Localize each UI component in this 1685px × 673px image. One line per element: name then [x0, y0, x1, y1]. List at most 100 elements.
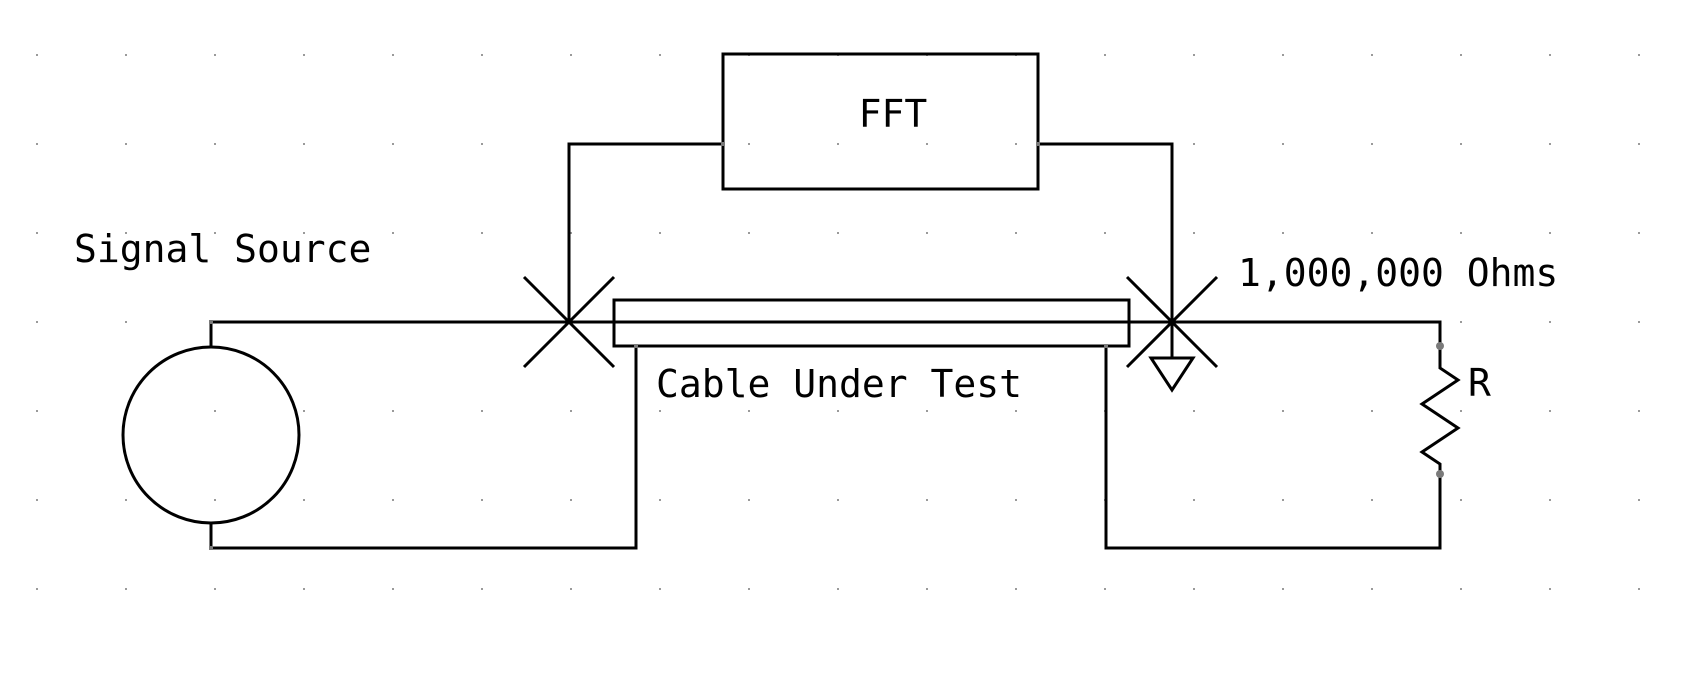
grid-dot [303, 232, 305, 234]
grid-dot [1638, 54, 1640, 56]
grid-dot [392, 588, 394, 590]
bottom-left-wire [209, 344, 638, 550]
grid-dot [1282, 232, 1284, 234]
grid-dot [659, 54, 661, 56]
grid-dot [481, 54, 483, 56]
resistor-ref-label: R [1468, 361, 1491, 405]
grid-dot [1015, 143, 1017, 145]
grid-dot [1460, 321, 1462, 323]
grid-dot [303, 410, 305, 412]
fft-input-left-wire [567, 142, 725, 324]
grid-dot [659, 232, 661, 234]
grid-dot [125, 321, 127, 323]
cable-under-test-label: Cable Under Test [656, 362, 1022, 406]
grid-dot [748, 410, 750, 412]
grid-dot [570, 588, 572, 590]
grid-dot [1460, 588, 1462, 590]
grid-dot [36, 232, 38, 234]
grid-dot [926, 232, 928, 234]
grid-dot [926, 588, 928, 590]
grid-dot [392, 232, 394, 234]
grid-dot [1638, 499, 1640, 501]
grid-dot [837, 232, 839, 234]
grid-dot [125, 588, 127, 590]
fft-input-right-wire [1036, 142, 1174, 324]
grid-dot [1549, 321, 1551, 323]
grid-dot [481, 588, 483, 590]
grid-dot [214, 232, 216, 234]
grid-dot [1193, 410, 1195, 412]
grid-dot [36, 321, 38, 323]
grid-dot [1193, 588, 1195, 590]
grid-dot [1460, 499, 1462, 501]
grid-dot [392, 54, 394, 56]
grid-dot [1638, 143, 1640, 145]
grid-dot [1282, 410, 1284, 412]
resistor-icon[interactable]: R 1,000,000 Ohms [1238, 251, 1558, 480]
grid-dot [1371, 499, 1373, 501]
grid-dot [1371, 588, 1373, 590]
fft-label: FFT [859, 92, 928, 136]
grid-dot [1015, 410, 1017, 412]
grid-dot [392, 499, 394, 501]
grid-dot [748, 499, 750, 501]
grid-dot [36, 588, 38, 590]
grid-dot [659, 410, 661, 412]
grid-dot [926, 499, 928, 501]
grid-dot [1549, 410, 1551, 412]
grid-dot [214, 54, 216, 56]
fft-block[interactable]: FFT [721, 52, 1040, 191]
grid-dot [1549, 588, 1551, 590]
grid-dot [570, 54, 572, 56]
pin-dots [209, 142, 1108, 550]
grid-dot [125, 232, 127, 234]
grid-dot [1104, 54, 1106, 56]
grid-dot [1193, 232, 1195, 234]
grid-dot [392, 143, 394, 145]
grid-dot [1549, 54, 1551, 56]
grid-dot [1460, 232, 1462, 234]
ac-source-icon[interactable] [121, 345, 301, 525]
grid-dot [1015, 499, 1017, 501]
grid-dot [748, 232, 750, 234]
grid-dot [303, 499, 305, 501]
grid-dot [1371, 410, 1373, 412]
grid-dot [392, 410, 394, 412]
resistor-zigzag[interactable] [1419, 340, 1461, 480]
grid-dot [1282, 588, 1284, 590]
grid-dot [1638, 321, 1640, 323]
grid-dot [1193, 54, 1195, 56]
grid-dot [926, 410, 928, 412]
grid-dot [1104, 588, 1106, 590]
grid-dot [214, 143, 216, 145]
bottom-right-wire [1104, 344, 1442, 550]
grid-dot [1015, 588, 1017, 590]
grid-dot [748, 143, 750, 145]
probe-cross-icon [522, 275, 616, 369]
grid-dot [659, 588, 661, 590]
grid-dot [1371, 54, 1373, 56]
grid-dot [570, 232, 572, 234]
grid-dot [125, 54, 127, 56]
grid-dot [36, 54, 38, 56]
grid-dot [1104, 232, 1106, 234]
fft-box[interactable] [721, 52, 1040, 191]
resistance-label: 1,000,000 Ohms [1238, 251, 1558, 295]
grid-dot [1282, 54, 1284, 56]
grid-dot [481, 143, 483, 145]
grid-dot [214, 410, 216, 412]
grid-dot [36, 143, 38, 145]
grid-dot [1015, 232, 1017, 234]
grid-dot [659, 499, 661, 501]
grid-dot [125, 499, 127, 501]
grid-dot [125, 143, 127, 145]
grid-dot [1193, 499, 1195, 501]
signal-source[interactable]: Signal Source [74, 227, 371, 525]
grid-dot [1460, 143, 1462, 145]
cable-under-test[interactable]: Cable Under Test [612, 298, 1131, 406]
grid-dot [837, 410, 839, 412]
grid-dot [214, 588, 216, 590]
grid-dot [303, 588, 305, 590]
grid-dot [837, 588, 839, 590]
grid-dot [481, 410, 483, 412]
